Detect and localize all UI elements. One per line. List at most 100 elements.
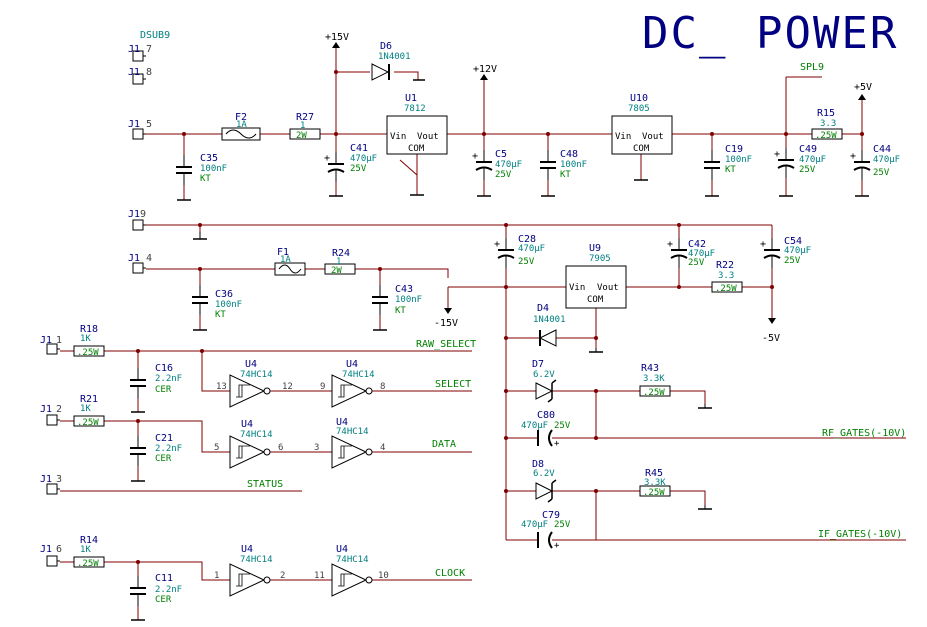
diode-d6: D6 1N4001 [371, 41, 411, 81]
svg-text:C79: C79 [542, 510, 560, 521]
svg-text:11: 11 [314, 571, 325, 581]
capacitor-c41: C41 470µF 25V [323, 143, 377, 196]
svg-text:13: 13 [216, 382, 227, 392]
svg-text:470µF: 470µF [799, 155, 826, 165]
svg-text:D8: D8 [532, 459, 544, 470]
svg-text:1A: 1A [236, 120, 247, 130]
svg-text:D4: D4 [537, 303, 549, 314]
inverter-u4-b: U4 74HC14 9 8 [320, 359, 385, 408]
capacitor-c5: C5 470µF 25V [471, 149, 522, 196]
resistor-r27: R27 1 2W [289, 112, 321, 141]
pin-6: J1 6 [40, 544, 62, 567]
svg-text:25V: 25V [554, 520, 571, 530]
svg-text:C41: C41 [350, 143, 368, 154]
svg-text:25V: 25V [873, 168, 890, 178]
svg-text:U4: U4 [336, 417, 348, 428]
svg-text:CER: CER [155, 595, 172, 605]
svg-text:2: 2 [56, 404, 62, 415]
svg-text:8: 8 [380, 382, 385, 392]
net-if-gates: IF_GATES(-10V) [818, 529, 902, 540]
svg-text:8: 8 [146, 67, 152, 78]
capacitor-c44: C44 470µF 25V [849, 144, 900, 196]
svg-text:COM: COM [633, 144, 650, 154]
svg-text:J1: J1 [40, 404, 52, 415]
capacitor-c19: C19 100nF KT [703, 144, 752, 196]
pin-4: J1 4 [128, 253, 152, 274]
svg-text:3: 3 [56, 474, 62, 485]
svg-text:1: 1 [336, 257, 341, 267]
svg-text:J1: J1 [40, 544, 52, 555]
rail-arrows [332, 42, 866, 324]
resistor-r45: R45 3.3K .25W [639, 468, 671, 498]
svg-text:C49: C49 [799, 144, 817, 155]
svg-text:C11: C11 [155, 573, 173, 584]
svg-text:1N4001: 1N4001 [378, 52, 411, 62]
pin-2: J1 2 [40, 404, 62, 426]
svg-text:COM: COM [408, 144, 425, 154]
svg-text:3.3K: 3.3K [643, 374, 665, 384]
fuse-f1: F1 1A [274, 247, 306, 276]
svg-text:+: + [554, 541, 560, 551]
svg-text:KT: KT [200, 174, 211, 184]
svg-text:7812: 7812 [404, 104, 426, 114]
svg-text:U4: U4 [241, 544, 253, 555]
junction-dots [136, 70, 864, 564]
svg-text:2.2nF: 2.2nF [155, 444, 182, 454]
svg-text:C36: C36 [215, 289, 233, 300]
svg-text:R15: R15 [817, 108, 835, 119]
resistor-r22: R22 3.3 .25W [711, 260, 743, 294]
svg-text:J1: J1 [128, 253, 140, 264]
svg-text:7: 7 [146, 44, 152, 55]
svg-text:C28: C28 [518, 234, 536, 245]
diode-d7: D7 6.2V [532, 359, 557, 403]
svg-text:J1: J1 [40, 474, 52, 485]
svg-text:F1: F1 [277, 247, 289, 258]
svg-text:C42: C42 [688, 239, 706, 250]
svg-text:U4: U4 [241, 419, 253, 430]
svg-text:C43: C43 [395, 284, 413, 295]
svg-text:.25W: .25W [643, 488, 665, 498]
resistor-r15: R15 3.3 .25W [811, 108, 843, 141]
svg-text:KT: KT [215, 310, 226, 320]
svg-text:1K: 1K [80, 404, 91, 414]
inverter-u4-e: U4 74HC14 1 2 [214, 544, 285, 597]
net-select: SELECT [435, 379, 471, 390]
svg-text:C5: C5 [495, 149, 507, 160]
svg-text:4: 4 [380, 443, 385, 453]
regulator-u10: Vin Vout COM U10 7805 [611, 93, 673, 155]
svg-text:C80: C80 [537, 410, 555, 421]
resistor-r21: R21 1K .25W [73, 394, 105, 428]
net-data: DATA [432, 439, 456, 450]
svg-text:2.2nF: 2.2nF [155, 374, 182, 384]
resistor-r43: R43 3.3K .25W [639, 363, 671, 398]
svg-text:1: 1 [56, 335, 62, 346]
svg-text:Vin: Vin [569, 283, 585, 293]
svg-text:KT: KT [725, 165, 736, 175]
svg-text:.25W: .25W [643, 388, 665, 398]
rail-label-plus12: +12V [473, 64, 497, 75]
svg-text:25V: 25V [554, 421, 571, 431]
svg-text:U4: U4 [346, 359, 358, 370]
capacitor-c11: C11 2.2nF CER [129, 573, 182, 607]
svg-text:C19: C19 [725, 144, 743, 155]
svg-text:470µF: 470µF [518, 244, 545, 254]
svg-text:6: 6 [56, 544, 62, 555]
svg-text:Vout: Vout [597, 283, 619, 293]
svg-text:74HC14: 74HC14 [240, 370, 273, 380]
net-clock: CLOCK [435, 568, 465, 579]
svg-text:C35: C35 [200, 153, 218, 164]
svg-text:25V: 25V [495, 170, 512, 180]
svg-text:CER: CER [155, 454, 172, 464]
inverter-u4-a: U4 74HC14 13 12 [216, 359, 293, 408]
pin-3: J1 3 [40, 474, 62, 495]
capacitor-c42: C42 470µF 25V [666, 237, 715, 269]
ground-symbols [131, 79, 869, 621]
capacitor-c36: C36 100nF KT [191, 284, 242, 330]
pin-9: J1 9 [128, 209, 147, 231]
svg-text:COM: COM [587, 295, 604, 305]
capacitor-c16: C16 2.2nF CER [129, 363, 182, 399]
fuse-f2: F2 1A [221, 112, 261, 141]
capacitor-c43: C43 100nF KT [371, 284, 422, 330]
svg-text:J1: J1 [128, 67, 140, 78]
svg-text:R45: R45 [645, 468, 663, 479]
